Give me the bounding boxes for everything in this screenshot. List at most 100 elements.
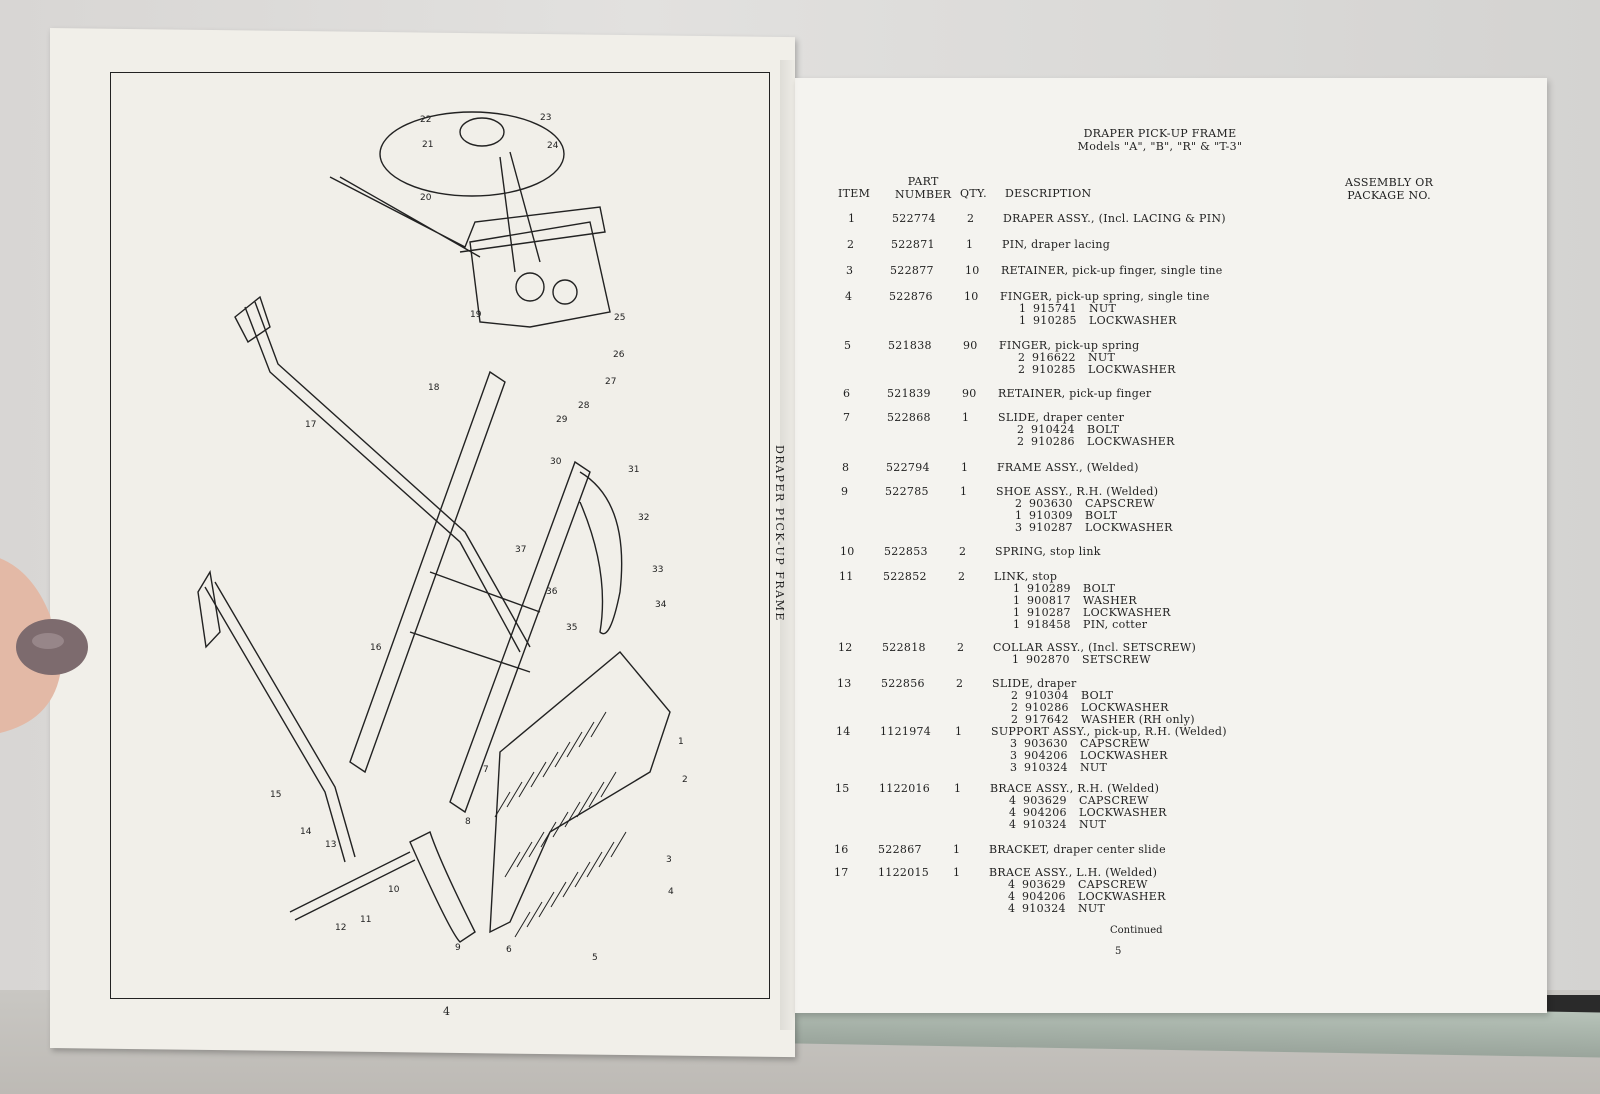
- sub-part-number: 910304: [1025, 689, 1069, 702]
- quantity: 10: [965, 264, 980, 277]
- sub-qty: 2: [1015, 497, 1023, 510]
- quantity: 1: [955, 725, 963, 738]
- subtitle-text: Models "A", "B", "R" & "T-3": [1077, 140, 1243, 153]
- callout-31: 31: [628, 465, 639, 475]
- part-number: 521838: [888, 339, 932, 352]
- description: LINK, stop: [994, 570, 1058, 583]
- description: SLIDE, draper center: [998, 411, 1125, 424]
- callout-26: 26: [613, 350, 625, 360]
- item-number: 13: [837, 677, 852, 690]
- gear-1: [515, 272, 545, 302]
- sub-part-number: 917642: [1025, 713, 1069, 726]
- description: DRAPER ASSY., (Incl. LACING & PIN): [1003, 212, 1226, 225]
- quantity: 90: [963, 339, 978, 352]
- callout-30: 30: [550, 457, 562, 467]
- quantity: 1: [966, 238, 974, 251]
- sub-qty: 2: [1011, 689, 1019, 702]
- part-number: 1122016: [879, 782, 931, 795]
- illustration-frame: [110, 72, 770, 999]
- page-gutter: [780, 60, 810, 1030]
- sub-qty: 1: [1012, 653, 1020, 666]
- sub-description: LOCKWASHER: [1088, 363, 1176, 376]
- hand-holding-book: [0, 558, 88, 733]
- parts-list-title: DRAPER PICK-UP FRAME Models "A", "B", "R…: [1030, 127, 1290, 153]
- description: COLLAR ASSY., (Incl. SETSCREW): [993, 641, 1197, 654]
- header-description: DESCRIPTION: [1005, 187, 1092, 200]
- callout-7: 7: [483, 765, 489, 775]
- quantity: 90: [962, 387, 977, 400]
- bottom-shaft: [289, 851, 416, 921]
- header-qty: QTY.: [960, 187, 987, 200]
- callout-35: 35: [566, 623, 577, 633]
- sub-part-number: 910324: [1023, 818, 1067, 831]
- item-number: 7: [843, 411, 851, 424]
- quantity: 1: [960, 485, 968, 498]
- sub-qty: 1: [1013, 582, 1021, 595]
- quantity: 1: [962, 411, 970, 424]
- part-number: 522785: [885, 485, 929, 498]
- brace-bracket-top: [234, 295, 271, 344]
- part-number: 1122015: [878, 866, 930, 879]
- quantity: 1: [961, 461, 969, 474]
- gear-2: [552, 279, 578, 305]
- item-number: 5: [844, 339, 852, 352]
- description: RETAINER, pick-up finger: [998, 387, 1152, 400]
- item-number: 6: [843, 387, 851, 400]
- callout-13: 13: [325, 840, 336, 850]
- callout-2: 2: [682, 775, 688, 785]
- description: SHOE ASSY., R.H. (Welded): [996, 485, 1159, 498]
- sub-qty: 1: [1019, 302, 1027, 315]
- sub-description: BOLT: [1085, 509, 1118, 522]
- sub-description: LOCKWASHER: [1080, 749, 1168, 762]
- quantity: 2: [958, 570, 966, 583]
- description: FINGER, pick-up spring: [999, 339, 1140, 352]
- right-page: [795, 78, 1547, 1013]
- header-part-number: PART NUMBER: [895, 175, 952, 201]
- sub-description: LOCKWASHER: [1081, 701, 1169, 714]
- part-number: 1121974: [880, 725, 932, 738]
- callout-4: 4: [668, 887, 674, 897]
- quantity: 1: [954, 782, 962, 795]
- sub-qty: 2: [1018, 363, 1026, 376]
- part-number: 522856: [881, 677, 925, 690]
- callout-11: 11: [360, 915, 371, 925]
- description: SUPPORT ASSY., pick-up, R.H. (Welded): [991, 725, 1227, 738]
- callout-21: 21: [422, 140, 433, 150]
- sub-description: BOLT: [1087, 423, 1120, 436]
- sub-part-number: 918458: [1027, 618, 1071, 631]
- description: BRACE ASSY., L.H. (Welded): [989, 866, 1158, 879]
- item-number: 2: [847, 238, 855, 251]
- sub-qty: 1: [1015, 509, 1023, 522]
- page-number-left: 4: [443, 1005, 450, 1018]
- item-number: 16: [834, 843, 849, 856]
- item-number: 14: [836, 725, 851, 738]
- sub-part-number: 910324: [1024, 761, 1068, 774]
- callout-20: 20: [420, 193, 432, 203]
- quantity: 10: [964, 290, 979, 303]
- quantity: 1: [953, 843, 961, 856]
- part-number: 522794: [886, 461, 930, 474]
- sub-description: BOLT: [1083, 582, 1116, 595]
- callout-labels: 1 2 3 4 5 6 7 8 9 10 11 12 13 14 15 16 1…: [270, 113, 688, 963]
- sub-part-number: 916622: [1032, 351, 1076, 364]
- sub-part-number: 903630: [1029, 497, 1073, 510]
- sub-description: PIN, cotter: [1083, 618, 1148, 631]
- sub-description: LOCKWASHER: [1087, 435, 1175, 448]
- sub-qty: 4: [1009, 806, 1017, 819]
- quantity: 2: [967, 212, 975, 225]
- item-number: 1: [848, 212, 856, 225]
- sub-part-number: 903629: [1022, 878, 1066, 891]
- item-number: 12: [838, 641, 853, 654]
- pickup-fingers: [494, 711, 627, 938]
- frame-rail-right: [449, 460, 591, 814]
- description: RETAINER, pick-up finger, single tine: [1001, 264, 1223, 277]
- item-number: 15: [835, 782, 850, 795]
- item-number: 3: [846, 264, 854, 277]
- description: PIN, draper lacing: [1002, 238, 1111, 251]
- upper-frame: [329, 176, 606, 258]
- sub-description: NUT: [1079, 818, 1107, 831]
- callout-12: 12: [335, 923, 346, 933]
- callout-29: 29: [556, 415, 568, 425]
- callout-23: 23: [540, 113, 551, 123]
- callout-36: 36: [546, 587, 558, 597]
